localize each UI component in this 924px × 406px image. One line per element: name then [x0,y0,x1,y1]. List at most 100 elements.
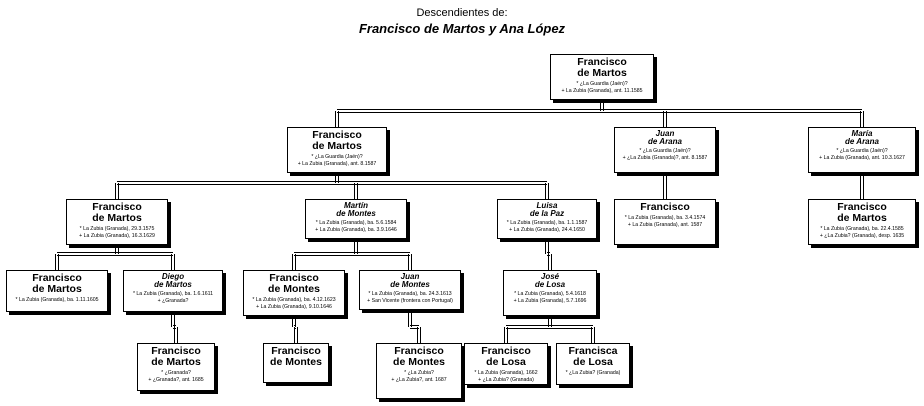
person-dates: * La Zubia (Granada), 5.4.1618+ La Zubia… [506,291,594,304]
person-surname: de Martos [32,283,82,295]
person-card-p8[interactable]: Francisco * La Zubia (Granada), ba. 3.4.1… [614,199,716,245]
person-birth: * La Zubia (Granada), ba. 5.6.1584 [315,220,397,226]
person-surname: de Martos [837,212,887,224]
person-surname: de Montes [393,356,445,368]
person-death: + ¿Granada? [157,297,189,304]
person-given-name: Francisco [32,272,82,284]
person-given-name: Francisco [271,345,321,357]
person-given-name: Francisco [394,345,444,357]
person-surname: de Arana [845,137,879,146]
person-surname: de Martos [154,280,192,289]
person-given-name: Francisco [577,56,627,68]
person-surname: de Montes [390,280,430,289]
person-given-name: Juan [655,129,675,138]
person-death: + ¿La Zubia? (Granada), desp. 1635 [819,232,905,239]
person-birth: * La Zubia (Granada), ba. 1.11.1605 [15,297,99,303]
person-given-name: Francisco [640,201,690,213]
person-given-name: Diego [161,272,185,281]
person-given-name: Francisco [837,201,887,213]
person-birth: * La Zubia (Granada), ba. 4.12.1623 [252,297,336,303]
person-surname: de Montes [268,283,320,295]
person-death: + ¿Granada?, ant. 1685 [148,376,204,383]
person-death: + La Zubia (Granada), 5.7.1696 [513,297,587,304]
person-given-name: Francisco [312,129,362,141]
person-death: + ¿La Zubia?, ant. 1687 [391,376,447,383]
person-given-name: Juan [400,272,420,281]
person-birth: * La Zubia (Granada), ba. 22.4.1585 [820,226,904,232]
person-dates: * La Zubia (Granada), ba. 24.3.1613+ San… [362,291,458,304]
person-given-name: Francisco [481,345,531,357]
person-birth: * La Zubia (Granada), 5.4.1618 [514,291,586,297]
person-given-name: María [851,129,873,138]
person-dates: * ¿La Guardia (Jaén)?+ La Zubia (Granada… [553,81,651,94]
person-surname: de la Paz [529,209,565,218]
person-name: Francisco [617,202,713,213]
person-surname: de Arana [648,137,682,146]
person-given-name: Francisco [92,201,142,213]
person-birth: * ¿La Guardia (Jaén)? [576,81,628,87]
person-surname: de Martos [312,140,362,152]
person-dates: * ¿La Guardia (Jaén)?+ La Zubia (Granada… [811,148,913,161]
person-dates: * La Zubia (Granada), ba. 5.6.1584+ La Z… [308,220,404,233]
person-surname: de Martos [151,356,201,368]
person-death: + ¿La Zubia (Granada)?, ant. 8.1587 [622,154,708,161]
person-surname: de Losa [534,280,566,289]
person-surname: de Montes [336,209,376,218]
person-birth: * La Zubia (Granada), 29.3.1575 [79,226,155,232]
person-birth: * La Zubia (Granada), ba. 1.1.1587 [506,220,588,226]
person-birth: * ¿La Guardia (Jaén)? [311,154,363,160]
person-birth: * ¿La Zubia? [404,370,434,376]
person-surname: de Martos [577,67,627,79]
person-death: + San Vicente (frontera con Portugal) [367,297,453,304]
person-surname: de Martos [92,212,142,224]
person-dates: * ¿La Guardia (Jaén)?+ ¿La Zubia (Granad… [617,148,713,161]
person-dates: * La Zubia (Granada), ba. 1.11.1605 [9,297,105,304]
person-dates: * ¿La Zubia? (Granada) [559,370,627,377]
person-dates: * La Zubia (Granada), ba. 3.4.1574+ La Z… [617,215,713,228]
person-death: + ¿La Zubia? (Granada) [478,376,534,383]
person-birth: * La Zubia (Granada), ba. 1.6.1611 [132,291,214,297]
person-dates: * La Zubia (Granada), ba. 1.1.1587+ La Z… [500,220,594,233]
person-surname: de Montes [270,356,322,368]
person-given-name: Francisco [269,272,319,284]
person-given-name: Luisa [536,201,558,210]
person-dates: * La Zubia (Granada), ba. 1.6.1611+ ¿Gra… [126,291,220,304]
person-death: + La Zubia (Granada), 16.3.1629 [79,232,155,239]
person-dates: * La Zubia (Granada), 1662+ ¿La Zubia? (… [467,370,545,383]
person-death: + La Zubia (Granada), ba. 3.9.1646 [315,226,397,233]
